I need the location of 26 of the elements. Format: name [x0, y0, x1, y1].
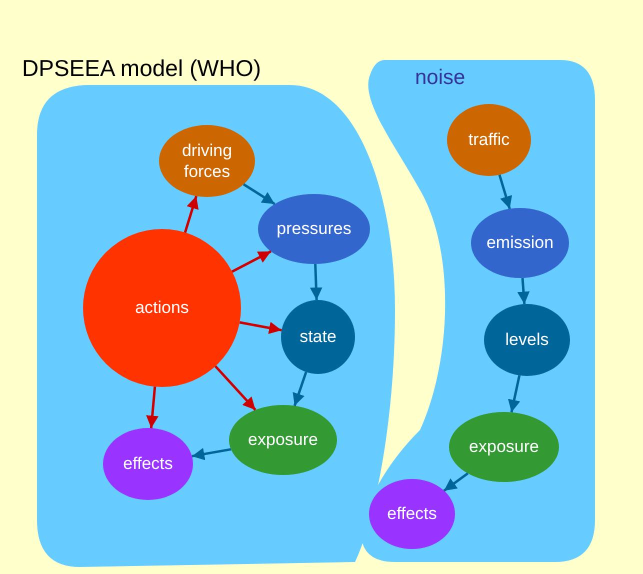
arrow [310, 264, 322, 300]
region-label: noise [415, 66, 466, 90]
arrow [498, 174, 512, 210]
arrow [192, 448, 232, 460]
stage-label: levels [504, 329, 550, 351]
stage-label: actions [134, 297, 190, 319]
arrow [517, 278, 530, 304]
stage-label: pressures [276, 218, 352, 240]
stage-label: effects [386, 503, 438, 525]
stage-label: state [298, 326, 338, 348]
stage-label: emission [485, 232, 555, 254]
arrow [184, 196, 199, 233]
arrow [443, 472, 469, 492]
arrow [232, 250, 272, 273]
arrow [508, 375, 521, 413]
arrow [242, 183, 276, 206]
stage-label: traffic [467, 129, 511, 151]
diagram-title: DPSEEA model (WHO) [22, 55, 261, 82]
stage-label: effects [122, 453, 174, 475]
arrow [292, 372, 308, 406]
arrow [214, 365, 256, 411]
arrow [146, 386, 159, 428]
stage-label: exposure [247, 429, 319, 451]
stage-label: driving forces [180, 140, 234, 182]
stage-label: exposure [468, 436, 540, 458]
arrow [239, 321, 282, 334]
